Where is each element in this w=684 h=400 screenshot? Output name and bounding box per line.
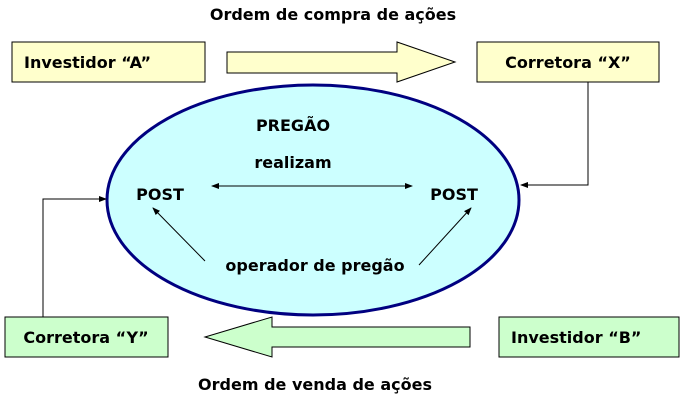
buy-arrow	[226, 41, 457, 83]
box-investidor-a: Investidor “A”	[11, 41, 206, 83]
operator-arrow-left	[152, 207, 206, 262]
box-corretora-x: Corretora “X”	[476, 41, 660, 83]
box-investidor-b: Investidor “B”	[498, 316, 680, 358]
pregao-ellipse	[105, 83, 521, 317]
connector-y-to-pregao	[42, 196, 107, 317]
pregao-title: PREGÃO	[256, 116, 330, 135]
title-sell-order: Ordem de venda de ações	[198, 375, 432, 394]
corretora-y-label: Corretora “Y”	[23, 328, 148, 347]
operator-label: operador de pregão	[225, 256, 404, 275]
operator-arrow-right	[418, 207, 472, 266]
sell-arrow	[203, 316, 471, 358]
box-corretora-y: Corretora “Y”	[4, 316, 169, 358]
corretora-x-label: Corretora “X”	[505, 53, 631, 72]
post-right: POST	[430, 185, 478, 204]
investidor-a-label: Investidor “A”	[24, 53, 151, 72]
investidor-b-label: Investidor “B”	[511, 328, 641, 347]
connector-x-to-pregao	[520, 82, 589, 188]
realizam-label: realizam	[254, 153, 331, 172]
post-left: POST	[136, 185, 184, 204]
title-buy-order: Ordem de compra de ações	[210, 5, 456, 24]
